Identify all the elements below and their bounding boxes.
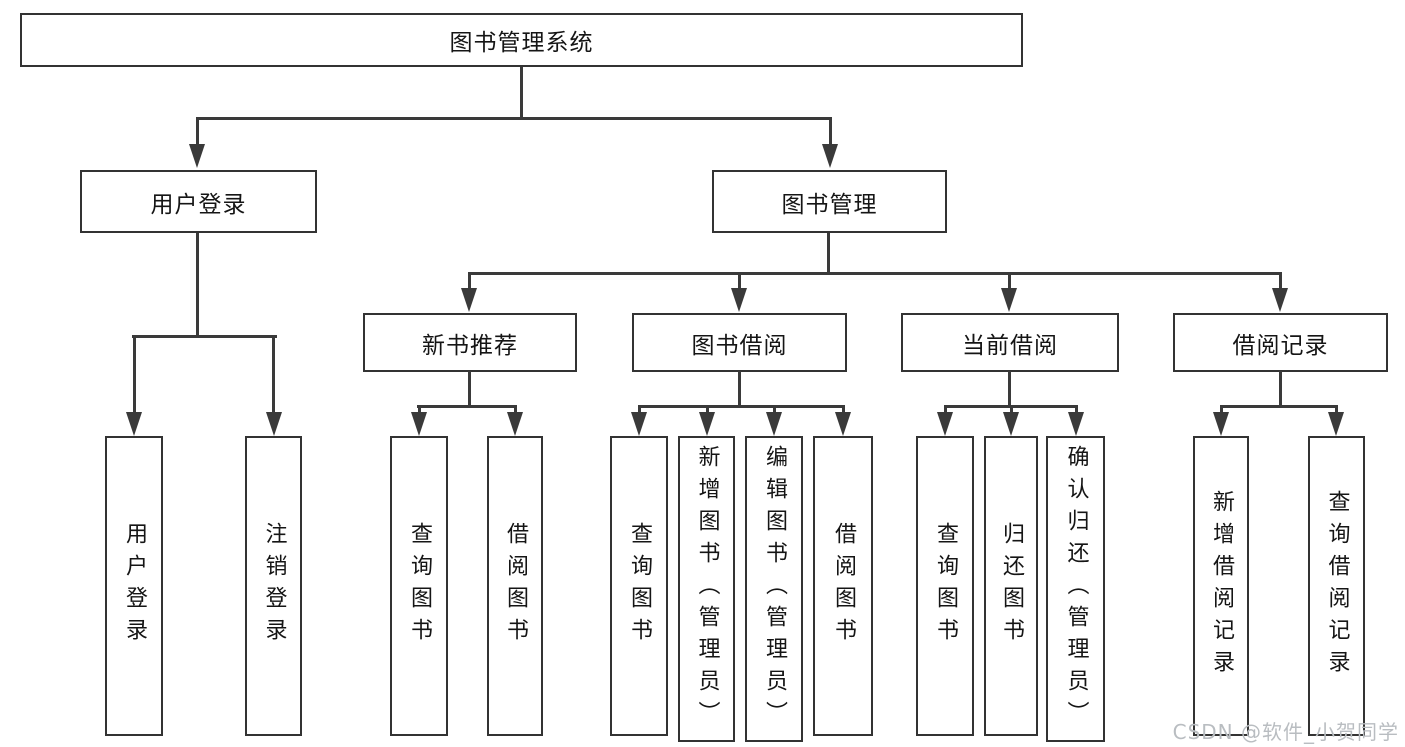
leaf-br-add-record: 新增借阅记录 bbox=[1193, 436, 1249, 736]
connector-line bbox=[196, 233, 199, 337]
arrow-down-icon bbox=[507, 412, 523, 436]
node-current-borrow: 当前借阅 bbox=[901, 313, 1119, 372]
connector-line bbox=[520, 67, 523, 119]
leaf-cb-confirm-return-label: 确认归还（管理员） bbox=[1063, 445, 1089, 733]
connector-line bbox=[417, 405, 517, 408]
connector-line bbox=[1220, 405, 1223, 415]
arrow-down-icon bbox=[1213, 412, 1229, 436]
arrow-down-icon bbox=[835, 412, 851, 436]
leaf-br-query-record: 查询借阅记录 bbox=[1308, 436, 1365, 736]
connector-line bbox=[638, 405, 845, 408]
leaf-cb-query-book: 查询图书 bbox=[916, 436, 974, 736]
arrow-down-icon bbox=[731, 288, 747, 312]
node-borrow-record-label: 借阅记录 bbox=[1232, 332, 1329, 359]
leaf-br-add-record-label: 新增借阅记录 bbox=[1209, 490, 1234, 682]
node-book-mgmt: 图书管理 bbox=[712, 170, 947, 233]
connector-line bbox=[468, 272, 1281, 275]
node-root: 图书管理系统 bbox=[20, 13, 1023, 67]
arrow-down-icon bbox=[822, 144, 838, 168]
arrow-down-icon bbox=[1328, 412, 1344, 436]
leaf-bb-borrow-book-label: 借阅图书 bbox=[831, 522, 856, 650]
leaf-bb-borrow-book: 借阅图书 bbox=[813, 436, 873, 736]
arrow-down-icon bbox=[1068, 412, 1084, 436]
leaf-bb-add-book-label: 新增图书（管理员） bbox=[694, 445, 720, 733]
node-user-login-label: 用户登录 bbox=[150, 191, 247, 218]
arrow-down-icon bbox=[461, 288, 477, 312]
connector-line bbox=[1279, 371, 1282, 407]
connector-line bbox=[1008, 371, 1011, 407]
connector-line bbox=[468, 272, 471, 290]
connector-line bbox=[514, 405, 517, 415]
connector-line bbox=[1335, 405, 1338, 415]
leaf-bb-query-book: 查询图书 bbox=[610, 436, 668, 736]
connector-line bbox=[1008, 272, 1011, 290]
arrow-down-icon bbox=[189, 144, 205, 168]
arrow-down-icon bbox=[411, 412, 427, 436]
node-book-mgmt-label: 图书管理 bbox=[781, 191, 878, 218]
connector-line bbox=[418, 405, 421, 415]
node-book-borrow: 图书借阅 bbox=[632, 313, 847, 372]
leaf-logout-label: 注销登录 bbox=[261, 522, 287, 650]
leaf-user-login: 用户登录 bbox=[105, 436, 163, 736]
connector-line bbox=[1220, 405, 1338, 408]
leaf-bb-add-book: 新增图书（管理员） bbox=[678, 436, 735, 742]
leaf-rec-borrow-book-label: 借阅图书 bbox=[503, 522, 528, 650]
connector-line bbox=[842, 405, 845, 415]
connector-line bbox=[944, 405, 947, 415]
connector-line bbox=[827, 233, 830, 274]
connector-line bbox=[738, 272, 741, 290]
node-root-label: 图书管理系统 bbox=[449, 30, 594, 56]
arrow-down-icon bbox=[126, 412, 142, 436]
leaf-rec-query-book: 查询图书 bbox=[390, 436, 448, 736]
connector-line bbox=[133, 335, 136, 415]
arrow-down-icon bbox=[631, 412, 647, 436]
leaf-cb-query-book-label: 查询图书 bbox=[933, 522, 958, 650]
leaf-rec-query-book-label: 查询图书 bbox=[407, 522, 432, 650]
leaf-cb-return-book: 归还图书 bbox=[984, 436, 1038, 736]
node-book-borrow-label: 图书借阅 bbox=[691, 332, 788, 359]
node-borrow-record: 借阅记录 bbox=[1173, 313, 1388, 372]
leaf-logout: 注销登录 bbox=[245, 436, 302, 736]
connector-line bbox=[196, 117, 832, 120]
node-new-book-rec-label: 新书推荐 bbox=[422, 332, 518, 359]
connector-line bbox=[272, 335, 275, 415]
node-current-borrow-label: 当前借阅 bbox=[962, 332, 1058, 359]
leaf-bb-query-book-label: 查询图书 bbox=[627, 522, 652, 650]
arrow-down-icon bbox=[937, 412, 953, 436]
connector-line bbox=[738, 371, 741, 407]
connector-line bbox=[1010, 405, 1013, 415]
leaf-user-login-label: 用户登录 bbox=[122, 522, 147, 650]
leaf-br-query-record-label: 查询借阅记录 bbox=[1324, 490, 1350, 682]
connector-line bbox=[1075, 405, 1078, 415]
arrow-down-icon bbox=[266, 412, 282, 436]
connector-line bbox=[468, 371, 471, 407]
connector-line bbox=[1279, 272, 1282, 290]
connector-line bbox=[829, 117, 832, 147]
leaf-rec-borrow-book: 借阅图书 bbox=[487, 436, 543, 736]
connector-line bbox=[196, 117, 199, 147]
node-new-book-rec: 新书推荐 bbox=[363, 313, 577, 372]
connector-line bbox=[773, 405, 776, 415]
leaf-bb-edit-book-label: 编辑图书（管理员） bbox=[762, 445, 787, 733]
leaf-cb-return-book-label: 归还图书 bbox=[999, 522, 1024, 650]
leaf-bb-edit-book: 编辑图书（管理员） bbox=[745, 436, 803, 742]
arrow-down-icon bbox=[1272, 288, 1288, 312]
connector-line bbox=[132, 335, 277, 338]
arrow-down-icon bbox=[1003, 412, 1019, 436]
leaf-cb-confirm-return: 确认归还（管理员） bbox=[1046, 436, 1105, 742]
arrow-down-icon bbox=[1001, 288, 1017, 312]
watermark: CSDN @软件_小贺同学 bbox=[1172, 720, 1399, 744]
connector-line bbox=[638, 405, 641, 415]
arrow-down-icon bbox=[699, 412, 715, 436]
connector-line bbox=[706, 405, 709, 415]
node-user-login: 用户登录 bbox=[80, 170, 317, 233]
arrow-down-icon bbox=[766, 412, 782, 436]
